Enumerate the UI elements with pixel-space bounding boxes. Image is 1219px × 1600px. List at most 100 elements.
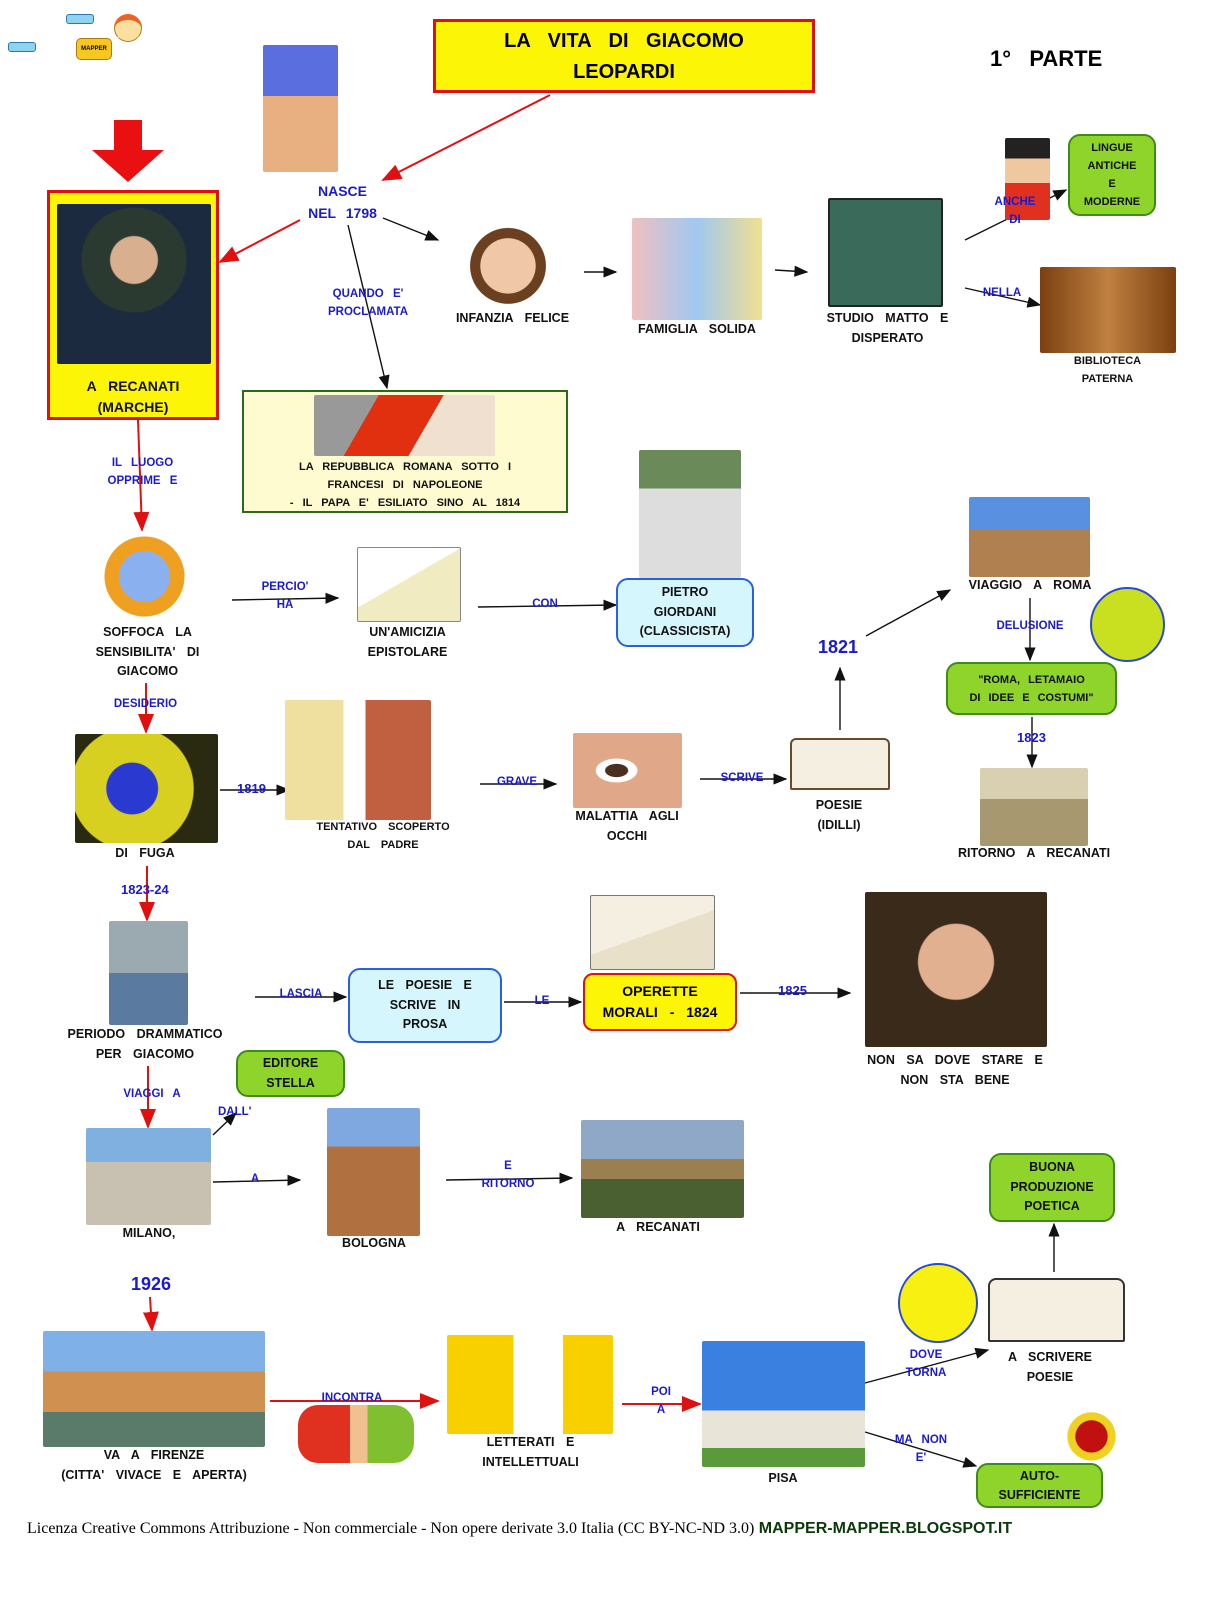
road-image xyxy=(980,768,1088,846)
family-image xyxy=(632,218,762,320)
link-percio: PERCIO'HA xyxy=(261,581,309,611)
link-viaggi: VIAGGI A xyxy=(123,1088,181,1100)
year-1823-24: 1823-24 xyxy=(121,882,169,897)
napoleon-image xyxy=(314,395,495,456)
red-down-arrow-icon xyxy=(92,120,164,182)
girl-cartoon-image xyxy=(87,533,202,620)
child-image xyxy=(466,212,550,310)
year-1819: 1819 xyxy=(237,781,266,796)
letterati-image xyxy=(447,1335,613,1434)
cardinal-hat-image xyxy=(1055,1398,1128,1462)
title-line1: LA VITA DI GIACOMO xyxy=(504,30,744,52)
open-book-2-image xyxy=(988,1278,1125,1342)
license-text: Licenza Creative Commons Attribuzione - … xyxy=(27,1520,755,1537)
title-box: LA VITA DI GIACOMO LEOPARDI xyxy=(433,19,815,93)
bologna-text: BOLOGNA xyxy=(342,1236,406,1250)
fuga-text: DI FUGA xyxy=(115,846,175,860)
napoleon-text-2: FRANCESI DI NAPOLEONE xyxy=(327,479,483,491)
mapper-logo: MAPPER xyxy=(8,12,163,67)
napoleon-text-3: - IL PAPA E' ESILIATO SINO AL 1814 xyxy=(289,497,521,509)
sad-boy-image xyxy=(109,921,188,1025)
link-grave: GRAVE xyxy=(496,776,538,788)
link-quando: QUANDO E'PROCLAMATA xyxy=(327,288,409,318)
footer: Licenza Creative Commons Attribuzione - … xyxy=(27,1520,1012,1538)
link-lascia: LASCIA xyxy=(279,988,323,1000)
year-1821: 1821 xyxy=(818,637,859,657)
link-le: LE xyxy=(534,995,550,1007)
link-a: A xyxy=(250,1173,260,1185)
bologna-image xyxy=(327,1108,420,1236)
boy-cartoon-image xyxy=(1005,138,1050,220)
link-dall: DALL' xyxy=(218,1106,252,1118)
pisa-text: PISA xyxy=(768,1471,798,1485)
link-con: CON xyxy=(532,598,558,610)
site-link[interactable]: MAPPER-MAPPER.BLOGSPOT.IT xyxy=(758,1520,1013,1537)
link-scrive: SCRIVE xyxy=(720,772,764,784)
napoleon-box: LA REPUBBLICA ROMANA SOTTO I FRANCESI DI … xyxy=(242,390,568,513)
link-incontra: INCONTRA xyxy=(321,1392,383,1404)
link-delusione: DELUSIONE xyxy=(996,620,1064,632)
famiglia-text: FAMIGLIA SOLIDA xyxy=(638,322,756,336)
recanati-landscape-image xyxy=(581,1120,744,1218)
year-1823: 1823 xyxy=(1017,730,1046,745)
a-recanati-text: A RECANATI xyxy=(616,1220,700,1234)
handshake-image xyxy=(298,1405,414,1463)
happy-smiley-icon xyxy=(898,1263,978,1343)
milano-duomo-image xyxy=(86,1128,211,1225)
year-1926: 1926 xyxy=(131,1274,172,1294)
sad-smiley-icon xyxy=(1090,587,1165,662)
books-image xyxy=(590,895,715,970)
napoleon-text-1: LA REPUBBLICA ROMANA SOTTO I xyxy=(298,461,511,473)
recanati-text: A RECANATI xyxy=(86,378,180,394)
colosseum-image xyxy=(969,497,1090,577)
viaggio-roma-text: VIAGGIO A ROMA xyxy=(968,578,1092,592)
leopardi-portrait-image xyxy=(57,204,211,364)
infanzia-text: INFANZIA FELICE xyxy=(455,311,570,325)
tentativo-image xyxy=(285,700,431,820)
poesie-text: POESIE(IDILLI) xyxy=(815,798,863,832)
envelope-image xyxy=(357,547,461,622)
link-desiderio: DESIDERIO xyxy=(113,698,178,710)
milano-text: MILANO, xyxy=(122,1226,176,1240)
recanati-box: A RECANATI (MARCHE) xyxy=(47,190,219,420)
firenze-image xyxy=(43,1331,265,1447)
eye-image xyxy=(573,733,682,808)
cradle-image xyxy=(263,45,338,172)
pisa-tower-image xyxy=(702,1341,865,1467)
year-1825: 1825 xyxy=(778,983,807,998)
firenze-text: VA A FIRENZE(CITTA' VIVACE E APERTA) xyxy=(61,1448,247,1482)
library-image xyxy=(1040,267,1176,353)
marche-text: (MARCHE) xyxy=(97,399,169,415)
ritorno-recanati-text: RITORNO A RECANATI xyxy=(957,846,1111,860)
autosufficiente-box: AUTO-SUFFICIENTE xyxy=(976,1463,1103,1508)
title-line2: LEOPARDI xyxy=(573,61,675,83)
leopardi-face-image xyxy=(865,892,1047,1047)
part-label: 1° PARTE xyxy=(990,46,1103,71)
open-book-image xyxy=(790,738,890,790)
link-nella: NELLA xyxy=(982,287,1022,299)
